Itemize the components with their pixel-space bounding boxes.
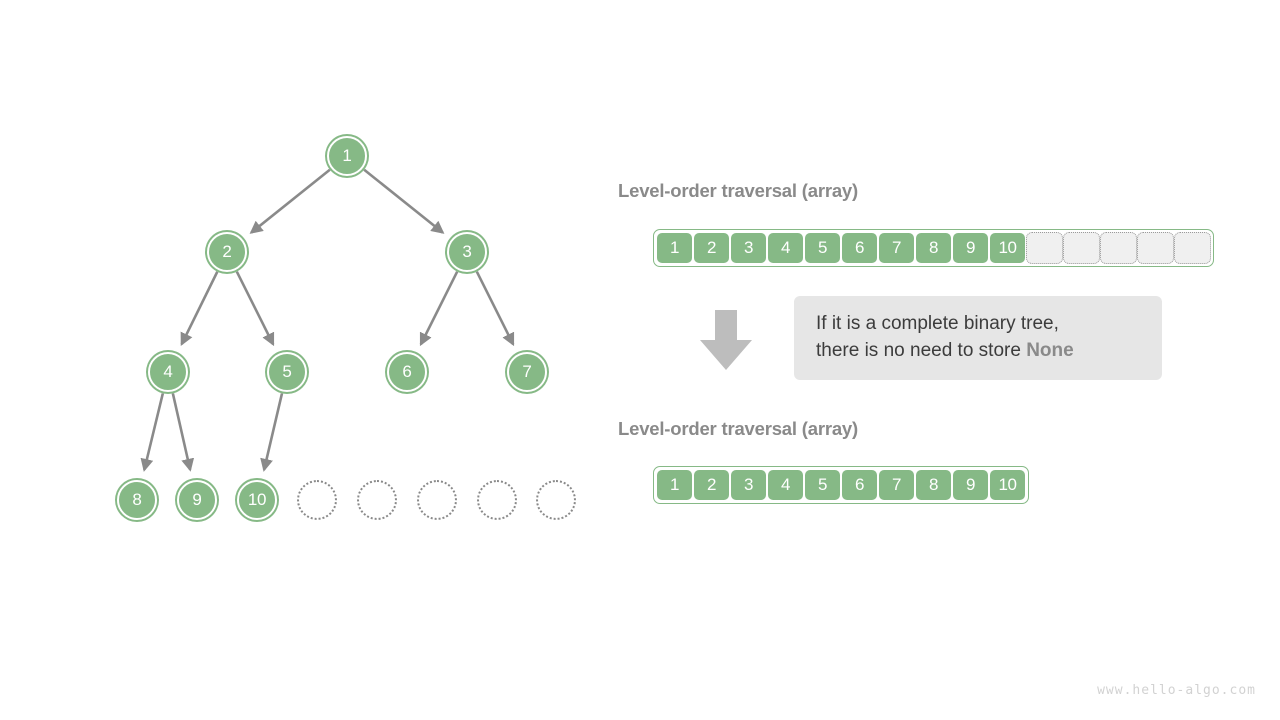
- top-array-cell-empty: [1100, 232, 1137, 264]
- bottom-array-cell: 8: [915, 469, 952, 501]
- tree-edges-layer: [140, 168, 515, 472]
- down-arrow-icon: [700, 310, 752, 370]
- tree-node: 8: [117, 480, 157, 520]
- tree-node-empty: [477, 480, 517, 520]
- tree-node-empty: [297, 480, 337, 520]
- tree-edge: [180, 271, 219, 347]
- tree-node-empty: [417, 480, 457, 520]
- bottom-array-cell: 9: [952, 469, 989, 501]
- top-array-cell: 10: [989, 232, 1026, 264]
- tree-node: 7: [507, 352, 547, 392]
- bottom-array-cell: 6: [841, 469, 878, 501]
- bottom-array-cell: 2: [693, 469, 730, 501]
- tree-node: 5: [267, 352, 307, 392]
- bottom-array-cell: 1: [656, 469, 693, 501]
- tree-node: 3: [447, 232, 487, 272]
- tree-edge: [171, 393, 195, 472]
- top-array-cell: 4: [767, 232, 804, 264]
- top-array-cell: 9: [952, 232, 989, 264]
- tree-node: 9: [177, 480, 217, 520]
- note-line-1: If it is a complete binary tree,: [816, 313, 1059, 334]
- tree-node: 4: [148, 352, 188, 392]
- top-array-cell-empty: [1174, 232, 1211, 264]
- top-array-cell-empty: [1026, 232, 1063, 264]
- top-array-cell-empty: [1137, 232, 1174, 264]
- tree-edge: [419, 271, 459, 347]
- top-array-cell: 1: [656, 232, 693, 264]
- tree-node: 6: [387, 352, 427, 392]
- bottom-array-cell: 4: [767, 469, 804, 501]
- top-array-cell: 2: [693, 232, 730, 264]
- top-array-cell: 7: [878, 232, 915, 264]
- watermark: www.hello-algo.com: [1097, 683, 1256, 698]
- bottom-array-cell: 7: [878, 469, 915, 501]
- bottom-array-cell: 3: [730, 469, 767, 501]
- tree-edge: [235, 271, 275, 347]
- tree-edge: [140, 393, 165, 472]
- note-line-2-prefix: there is no need to store: [816, 340, 1027, 361]
- tree-edge: [475, 271, 515, 347]
- top-array-heading: Level-order traversal (array): [618, 180, 858, 201]
- note-none-keyword: None: [1026, 340, 1074, 361]
- tree-node-empty: [536, 480, 576, 520]
- tree-node-empty: [357, 480, 397, 520]
- top-array-cell: 5: [804, 232, 841, 264]
- top-array-cell: 8: [915, 232, 952, 264]
- tree-edge: [249, 168, 331, 234]
- bottom-array-cell: 10: [989, 469, 1026, 501]
- top-array-cell: 3: [730, 232, 767, 264]
- top-array-cell: 6: [841, 232, 878, 264]
- note-callout: If it is a complete binary tree, there i…: [794, 296, 1162, 380]
- top-array-cell-empty: [1063, 232, 1100, 264]
- tree-node: 2: [207, 232, 247, 272]
- bottom-array-heading: Level-order traversal (array): [618, 418, 858, 439]
- tree-node: 10: [237, 480, 277, 520]
- tree-node: 1: [327, 136, 367, 176]
- tree-edge: [260, 393, 284, 472]
- tree-edge: [363, 168, 445, 234]
- bottom-array-cell: 5: [804, 469, 841, 501]
